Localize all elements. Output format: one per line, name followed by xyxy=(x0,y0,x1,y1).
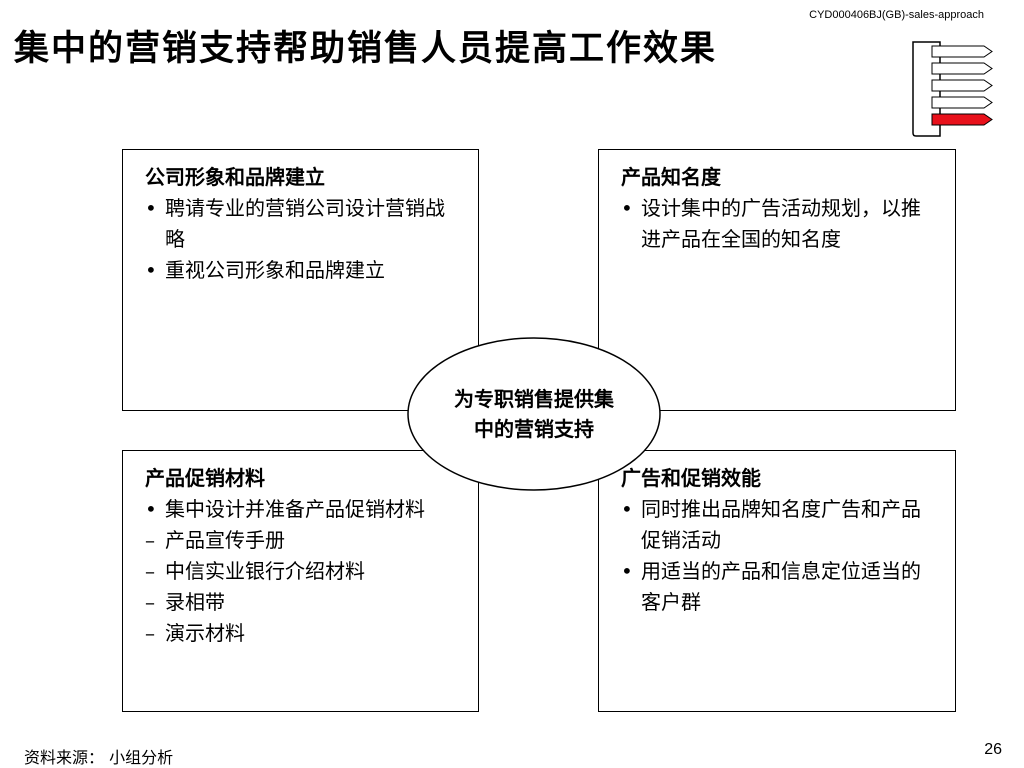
section-arrow-icon xyxy=(931,113,993,126)
dash-marker: – xyxy=(145,528,155,552)
dash-marker: – xyxy=(145,621,155,645)
page-title: 集中的营销支持帮助销售人员提高工作效果 xyxy=(14,28,718,69)
bullet-item: • 用适当的产品和信息定位适当的客户群 xyxy=(621,556,939,618)
center-label-line: 中的营销支持 xyxy=(474,417,594,441)
sub-item-text: 产品宣传手册 xyxy=(165,528,285,552)
bullet-marker: • xyxy=(145,196,157,220)
quadrant-ad-effectiveness: 广告和促销效能 • 同时推出品牌知名度广告和产品促销活动 • 用适当的产品和信息… xyxy=(598,450,956,712)
dash-marker: – xyxy=(145,590,155,614)
bullet-item: • 重视公司形象和品牌建立 xyxy=(145,255,462,286)
dash-marker: – xyxy=(145,559,155,583)
section-arrow-icon xyxy=(931,45,993,58)
bullet-text: 重视公司形象和品牌建立 xyxy=(165,258,385,282)
bullet-item: • 同时推出品牌知名度广告和产品促销活动 xyxy=(621,494,939,556)
center-ellipse: 为专职销售提供集 中的营销支持 xyxy=(406,336,662,492)
section-progress-icon xyxy=(908,40,998,140)
quadrant-heading: 公司形象和品牌建立 xyxy=(145,165,325,189)
section-arrow-icon xyxy=(931,79,993,92)
bullet-item: • 聘请专业的营销公司设计营销战略 xyxy=(145,193,462,255)
bullet-text: 聘请专业的营销公司设计营销战略 xyxy=(165,196,445,251)
bullet-marker: • xyxy=(145,497,157,521)
sub-item: – 演示材料 xyxy=(145,618,462,649)
center-label: 为专职销售提供集 中的营销支持 xyxy=(406,384,662,444)
quadrant-heading: 产品知名度 xyxy=(621,165,721,189)
sub-item-text: 中信实业银行介绍材料 xyxy=(165,559,365,583)
bullet-marker: • xyxy=(621,196,633,220)
document-id: CYD000406BJ(GB)-sales-approach xyxy=(809,9,984,21)
bullet-text: 用适当的产品和信息定位适当的客户群 xyxy=(641,559,921,614)
bullet-marker: • xyxy=(621,497,633,521)
quadrant-product-awareness: 产品知名度 • 设计集中的广告活动规划，以推进产品在全国的知名度 xyxy=(598,149,956,411)
bullet-text: 集中设计并准备产品促销材料 xyxy=(165,497,425,521)
source-note: 资料来源： 小组分析 xyxy=(24,748,174,767)
quadrant-heading: 产品促销材料 xyxy=(145,466,265,490)
sub-item-text: 录相带 xyxy=(165,590,225,614)
sub-item: – 中信实业银行介绍材料 xyxy=(145,556,462,587)
page-number: 26 xyxy=(984,741,1002,758)
bullet-marker: • xyxy=(621,559,633,583)
center-label-line: 为专职销售提供集 xyxy=(454,387,614,411)
sub-item: – 录相带 xyxy=(145,587,462,618)
quadrant-brand-building: 公司形象和品牌建立 • 聘请专业的营销公司设计营销战略 • 重视公司形象和品牌建… xyxy=(122,149,479,411)
bullet-marker: • xyxy=(145,258,157,282)
bullet-text: 设计集中的广告活动规划，以推进产品在全国的知名度 xyxy=(641,196,921,251)
bullet-item: • 设计集中的广告活动规划，以推进产品在全国的知名度 xyxy=(621,193,939,255)
quadrant-heading: 广告和促销效能 xyxy=(621,466,761,490)
section-arrow-icon xyxy=(931,96,993,109)
bullet-text: 同时推出品牌知名度广告和产品促销活动 xyxy=(641,497,921,552)
quadrant-promo-materials: 产品促销材料 • 集中设计并准备产品促销材料 – 产品宣传手册 – 中信实业银行… xyxy=(122,450,479,712)
sub-item: – 产品宣传手册 xyxy=(145,525,462,556)
bullet-item: • 集中设计并准备产品促销材料 xyxy=(145,494,462,525)
sub-item-text: 演示材料 xyxy=(165,621,245,645)
section-arrow-icon xyxy=(931,62,993,75)
